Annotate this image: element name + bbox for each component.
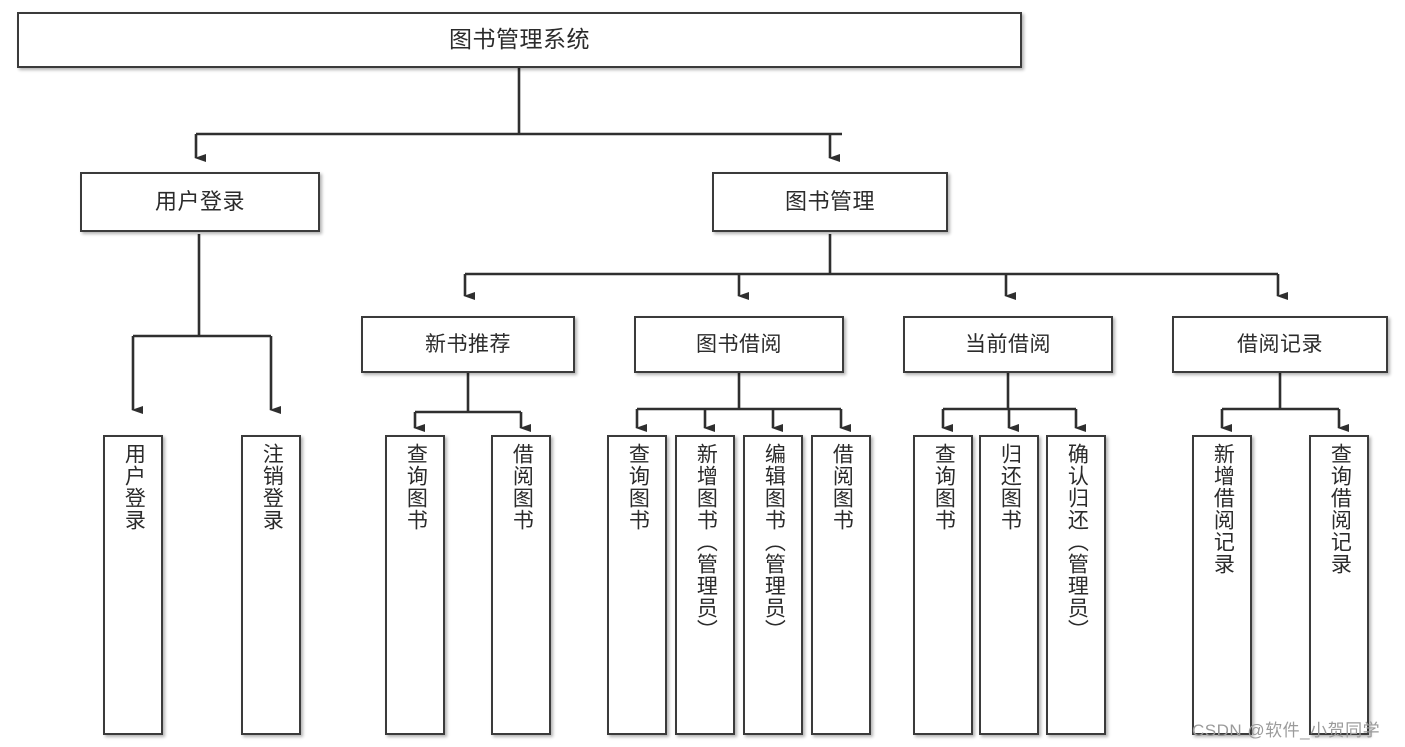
- leaf-current-borrow-confirm-return-admin[interactable]: 确认归还（管理员）: [1046, 435, 1106, 735]
- node-label: 确认归还（管理员）: [1065, 443, 1089, 641]
- node-label: 查询图书: [626, 443, 650, 531]
- leaf-book-borrow-add-book-admin[interactable]: 新增图书（管理员）: [675, 435, 735, 735]
- csdn-watermark: CSDN @软件_小贺同学: [1192, 721, 1381, 740]
- node-label: 新书推荐: [425, 332, 511, 356]
- node-label: 用户登录: [122, 443, 146, 531]
- node-label: 新增借阅记录: [1211, 443, 1235, 575]
- node-current-borrow[interactable]: 当前借阅: [903, 316, 1113, 373]
- node-new-book-recommend[interactable]: 新书推荐: [361, 316, 575, 373]
- leaf-book-borrow-edit-book-admin[interactable]: 编辑图书（管理员）: [743, 435, 803, 735]
- node-label: 借阅图书: [830, 443, 854, 531]
- leaf-current-borrow-query-book[interactable]: 查询图书: [913, 435, 973, 735]
- node-label: 用户登录: [154, 188, 245, 214]
- node-label: 图书借阅: [696, 332, 782, 356]
- leaf-current-borrow-return-book[interactable]: 归还图书: [979, 435, 1039, 735]
- node-label: 当前借阅: [965, 332, 1051, 356]
- node-label: 借阅记录: [1237, 332, 1323, 356]
- leaf-user-login-logout[interactable]: 注销登录: [241, 435, 301, 735]
- leaf-borrow-record-query-record[interactable]: 查询借阅记录: [1309, 435, 1369, 735]
- node-label: 图书管理: [784, 188, 875, 214]
- node-user-login[interactable]: 用户登录: [80, 172, 320, 232]
- node-book-management[interactable]: 图书管理: [712, 172, 948, 232]
- leaf-book-borrow-query-book[interactable]: 查询图书: [607, 435, 667, 735]
- leaf-user-login-user-login[interactable]: 用户登录: [103, 435, 163, 735]
- leaf-book-borrow-borrow-book[interactable]: 借阅图书: [811, 435, 871, 735]
- node-label: 注销登录: [260, 443, 284, 531]
- node-book-borrow[interactable]: 图书借阅: [634, 316, 844, 373]
- node-label: 借阅图书: [510, 443, 534, 531]
- node-root-book-management-system[interactable]: 图书管理系统: [17, 12, 1022, 68]
- node-label: 图书管理系统: [449, 26, 590, 53]
- node-label: 编辑图书（管理员）: [762, 443, 786, 641]
- leaf-new-book-query-book[interactable]: 查询图书: [385, 435, 445, 735]
- node-label: 查询图书: [932, 443, 956, 531]
- node-label: 新增图书（管理员）: [694, 443, 718, 641]
- node-label: 查询图书: [404, 443, 428, 531]
- leaf-new-book-borrow-book[interactable]: 借阅图书: [491, 435, 551, 735]
- node-label: 查询借阅记录: [1328, 443, 1352, 575]
- node-borrow-record[interactable]: 借阅记录: [1172, 316, 1388, 373]
- leaf-borrow-record-add-record[interactable]: 新增借阅记录: [1192, 435, 1252, 735]
- node-label: 归还图书: [998, 443, 1022, 531]
